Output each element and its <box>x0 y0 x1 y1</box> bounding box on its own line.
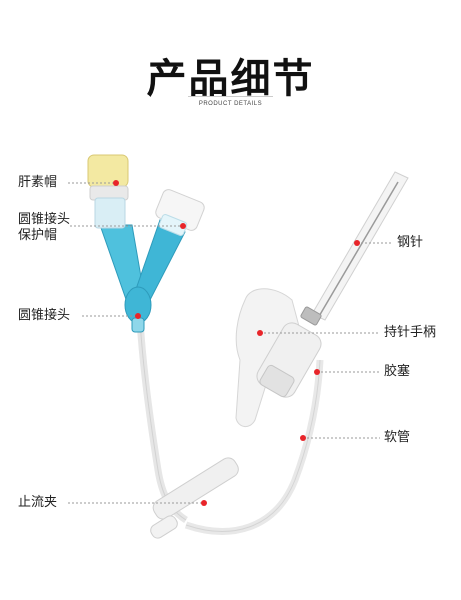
luer-protector-shape <box>155 189 205 236</box>
marker-luer-cap <box>180 223 186 229</box>
label-needle-handle: 持针手柄 <box>384 325 437 340</box>
marker-dots <box>113 180 360 506</box>
label-soft-tube: 软管 <box>384 430 411 445</box>
handle-body-shape <box>256 322 322 398</box>
label-luer-cap-line2: 保护帽 <box>18 228 58 243</box>
label-heparin-cap: 肝素帽 <box>18 175 58 190</box>
page-title: 产品细节 <box>146 56 315 102</box>
marker-luer-connector <box>135 313 141 319</box>
label-rubber-plug: 胶塞 <box>384 364 411 379</box>
page-subtitle: PRODUCT DETAILS <box>198 101 263 107</box>
title-divider <box>188 96 273 97</box>
marker-needle-handle <box>257 330 263 336</box>
label-luer-cap-line1: 圆锥接头 <box>18 212 71 227</box>
marker-needle <box>354 240 360 246</box>
marker-soft-tube <box>300 435 306 441</box>
label-needle: 钢针 <box>397 235 424 250</box>
label-luer-cap: 圆锥接头 保护帽 <box>18 212 70 244</box>
clamp-shape <box>150 457 239 539</box>
marker-clamp <box>201 500 207 506</box>
label-clamp: 止流夹 <box>18 495 58 510</box>
marker-heparin-cap <box>113 180 119 186</box>
y-connector-shape <box>99 219 186 333</box>
leader-lines <box>68 182 392 504</box>
tube-lower-edge <box>185 359 321 532</box>
heparin-cap-shape <box>87 154 129 229</box>
label-luer-connector: 圆锥接头 <box>18 308 71 323</box>
needle-sleeve-shape <box>300 171 409 326</box>
marker-rubber-plug <box>314 369 320 375</box>
